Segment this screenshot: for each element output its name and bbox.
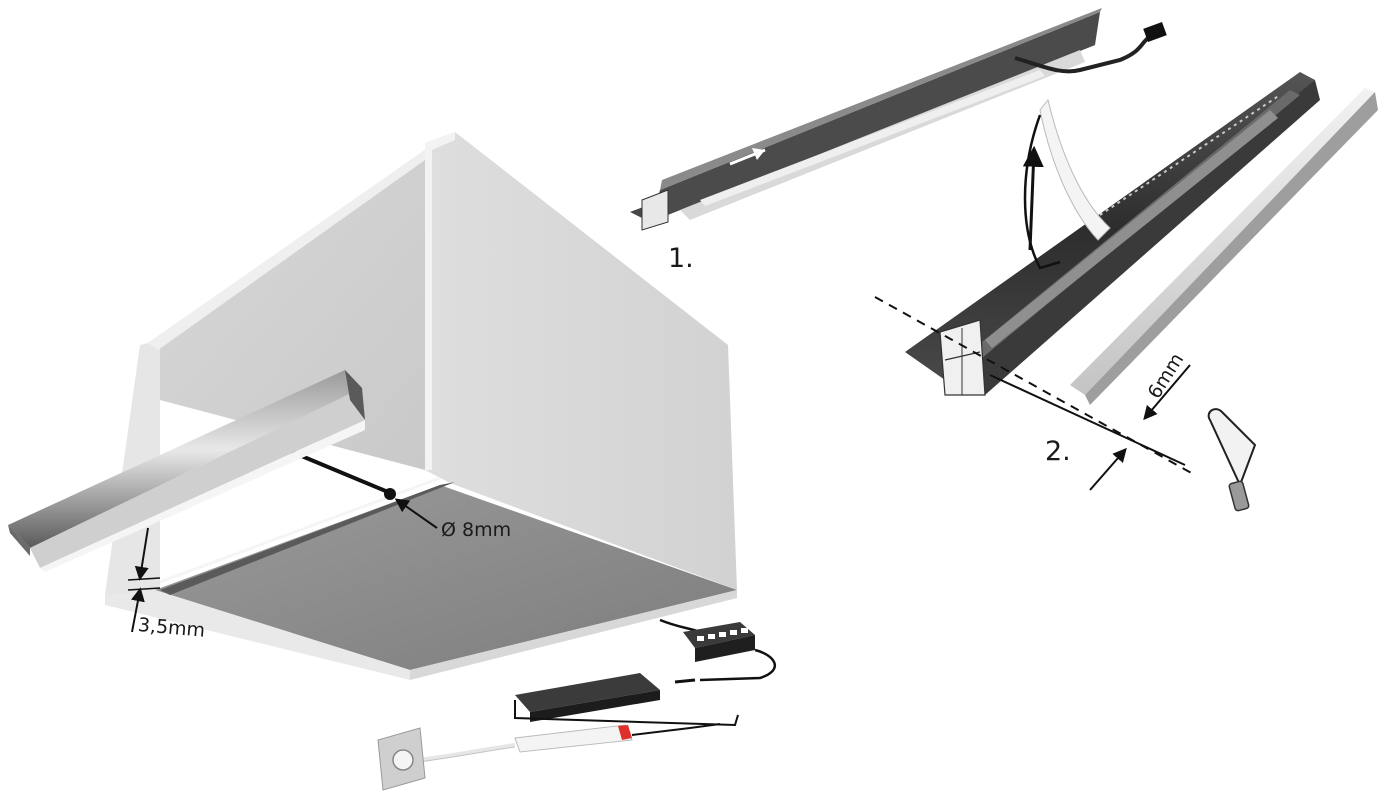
- splitter-block-icon: [659, 618, 755, 662]
- cabinet-groove: [160, 482, 455, 595]
- step1-profile: [630, 8, 1167, 231]
- groove-depth-dimension: [127, 527, 161, 633]
- cabinet-cable: [291, 450, 389, 494]
- hacksaw-icon: [1207, 408, 1257, 512]
- hole-diameter-leader: [394, 498, 438, 529]
- led-driver-icon: [515, 673, 660, 722]
- cut-line-solid: [989, 374, 1186, 466]
- peel-arrow: [1022, 145, 1044, 251]
- installed-profile: [8, 370, 365, 572]
- inline-switch-icon: [514, 724, 633, 753]
- drill-hole: [384, 488, 396, 500]
- step2-label: 2.: [1045, 436, 1071, 467]
- step2-profile: [905, 72, 1378, 405]
- cabinet-bottom-panel: [155, 485, 737, 670]
- cabinet-side-panel: [425, 132, 737, 590]
- wall-socket-icon: [377, 727, 426, 791]
- cut-offset-arrow-1: [1089, 447, 1127, 491]
- cut-offset-arrow-2: [1143, 364, 1191, 421]
- hole-diameter-label: Ø 8mm: [441, 519, 512, 541]
- step1-label: 1.: [668, 243, 694, 274]
